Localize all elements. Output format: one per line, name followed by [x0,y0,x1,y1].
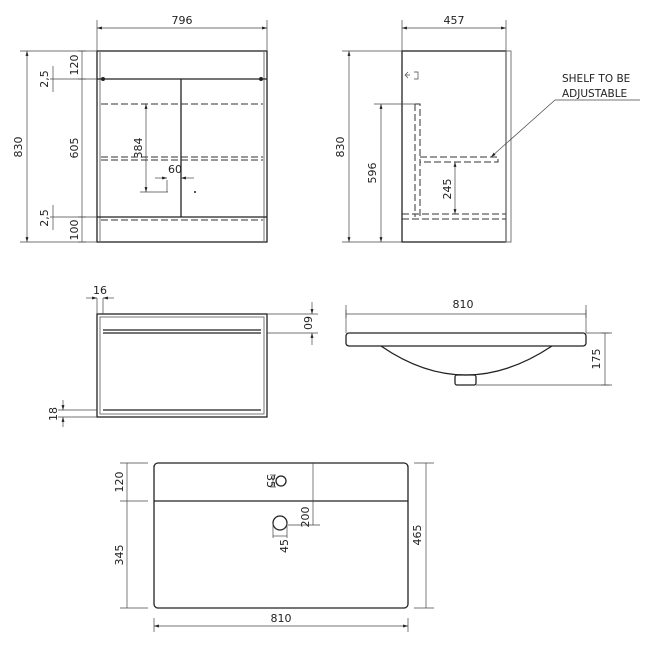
dim-tap-hole: 35 [264,474,277,488]
dim-side-height: 830 [334,137,347,158]
cabinet-plan-view: 16 60 18 [47,284,318,427]
dim-basin-width: 810 [453,298,474,311]
shelf-note-line2: ADJUSTABLE [562,88,627,100]
basin-plan-view: 35 45 200 120 345 465 810 [113,462,434,632]
side-view: 457 830 596 245 SHELF TO BE ADJUSTABLE [334,14,640,243]
dim-side-depth: 457 [444,14,465,27]
dim-top-rail: 120 [68,55,81,76]
dim-door: 605 [68,138,81,159]
dim-front-depth: 345 [113,545,126,566]
dim-handle-height: 384 [132,138,145,159]
dim-waste-offset: 200 [299,507,312,528]
dim-front-height: 830 [12,137,25,158]
dim-gap-bottom: 2,5 [38,209,51,227]
front-view: 796 830 120 605 100 2,5 2,5 384 60 [12,14,268,243]
dim-plinth: 100 [68,220,81,241]
shelf-note-line1: SHELF TO BE [562,73,630,85]
dim-front-width: 796 [172,14,193,27]
dim-handle-offset: 60 [168,163,182,176]
dim-basin-plan-width: 810 [271,612,292,625]
dim-inner-height: 596 [366,163,379,184]
dim-side-thickness: 16 [93,284,107,297]
dim-base-thickness: 18 [47,407,60,421]
basin-side-view: 810 175 [345,298,612,386]
dim-back-depth: 120 [113,472,126,493]
dim-rail-depth: 60 [301,316,314,330]
dim-shelf-height: 245 [441,179,454,200]
dim-waste-hole: 45 [278,539,291,553]
dim-basin-height: 175 [590,349,603,370]
dim-total-depth: 465 [411,525,424,546]
dim-gap-top: 2,5 [38,70,51,88]
